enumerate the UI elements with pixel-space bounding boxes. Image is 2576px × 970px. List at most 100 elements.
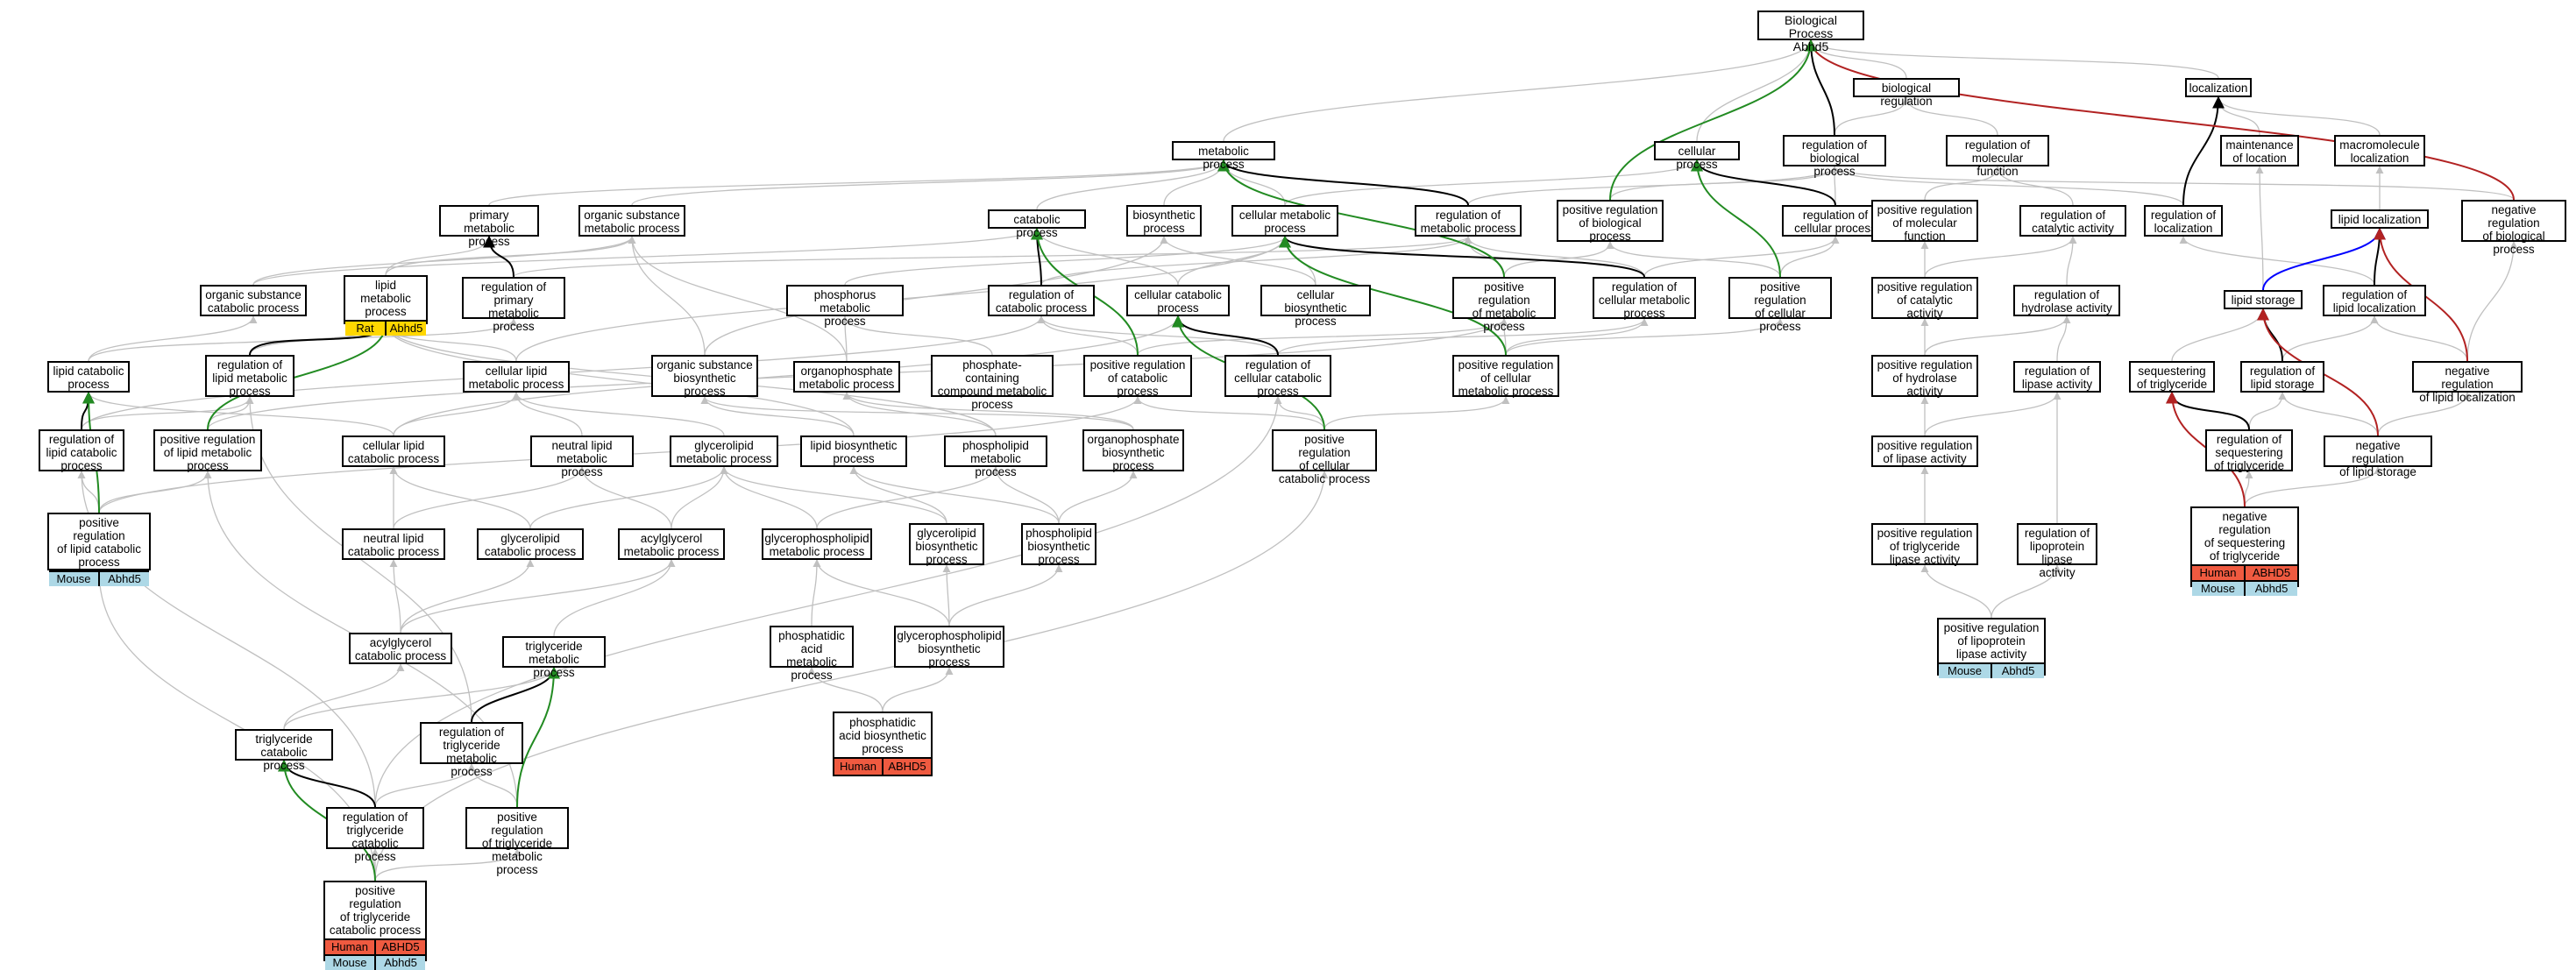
go-term-node[interactable]: positive regulation of cellular cataboli… (1272, 429, 1377, 485)
go-term-node[interactable]: organophosphate metabolic process (793, 361, 900, 393)
go-term-node[interactable]: acylglycerol catabolic process (349, 633, 452, 664)
root-node[interactable]: Biological Process Abhd5 (1757, 11, 1864, 53)
go-term-node[interactable]: regulation of cellular process (1782, 205, 1889, 237)
go-term-node[interactable]: maintenance of location (2220, 135, 2299, 166)
go-term-node[interactable]: positive regulation of catabolic process (1083, 355, 1192, 398)
go-term-node[interactable]: cellular metabolic process (1231, 205, 1338, 237)
go-term-node[interactable]: positive regulation of lipoprotein lipas… (1937, 618, 2046, 678)
go-term-node[interactable]: organic substance metabolic process (578, 205, 685, 237)
go-term-node[interactable]: neutral lipid metabolic process (530, 435, 634, 478)
go-term-node[interactable]: regulation of cellular metabolic process (1593, 277, 1696, 320)
go-term-node[interactable]: glycerolipid catabolic process (477, 528, 584, 560)
go-term-node[interactable]: negative regulation of sequestering of t… (2190, 506, 2299, 596)
go-term-node[interactable]: regulation of lipoprotein lipase activit… (2017, 523, 2097, 579)
go-term-node[interactable]: lipid storage (2224, 290, 2303, 309)
go-term-node[interactable]: positive regulation of triglyceride cata… (323, 881, 427, 970)
go-term-node[interactable]: glycerophospholipid metabolic process (762, 528, 872, 560)
go-term-node[interactable]: regulation of metabolic process (1415, 205, 1522, 237)
term-label: regulation of catabolic process (995, 288, 1088, 315)
go-term-node[interactable]: regulation of hydrolase activity (2013, 285, 2120, 316)
go-term-node[interactable]: phosphate-containing compound metabolic … (931, 355, 1054, 411)
go-term-node[interactable]: cellular process (1654, 141, 1740, 171)
go-term-node[interactable]: positive regulation of metabolic process (1452, 277, 1556, 333)
go-term-node[interactable]: organic substance biosynthetic process (651, 355, 758, 398)
go-term-node[interactable]: primary metabolic process (439, 205, 539, 248)
edge-is-a (1924, 236, 2077, 278)
edge-is-a (1806, 39, 2219, 79)
go-term-node[interactable]: positive regulation of catalytic activit… (1871, 277, 1978, 320)
go-term-node[interactable]: phosphatidic acid metabolic process (770, 626, 854, 682)
go-term-node[interactable]: localization (2185, 78, 2252, 97)
go-term-node[interactable]: cellular lipid catabolic process (342, 435, 445, 467)
go-term-node[interactable]: positive regulation of hydrolase activit… (1871, 355, 1978, 398)
go-term-node[interactable]: regulation of lipase activity (2013, 361, 2101, 393)
go-term-node[interactable]: biological regulation (1853, 78, 1960, 108)
go-term-node[interactable]: phospholipid metabolic process (944, 435, 1047, 478)
go-term-node[interactable]: sequestering of triglyceride (2129, 361, 2215, 393)
go-term-node[interactable]: lipid localization (2331, 209, 2429, 229)
go-term-node[interactable]: positive regulation of triglyceride meta… (465, 807, 569, 876)
go-term-node[interactable]: lipid biosynthetic process (800, 435, 907, 467)
gene-label: Abhd5 (385, 322, 426, 336)
go-term-node[interactable]: regulation of triglyceride metabolic pro… (420, 722, 523, 778)
go-term-node[interactable]: lipid catabolic process (47, 361, 130, 393)
go-term-node[interactable]: regulation of biological process (1783, 135, 1886, 178)
go-term-node[interactable]: acylglycerol metabolic process (618, 528, 725, 560)
go-term-node[interactable]: regulation of localization (2144, 205, 2223, 237)
go-term-node[interactable]: regulation of lipid catabolic process (39, 429, 124, 472)
go-term-node[interactable]: regulation of lipid storage (2240, 361, 2324, 393)
go-term-node[interactable]: catabolic process (988, 209, 1086, 239)
go-term-node[interactable]: regulation of cellular catabolic process (1224, 355, 1331, 398)
go-term-node[interactable]: glycerolipid metabolic process (670, 435, 778, 467)
go-term-node[interactable]: regulation of triglyceride catabolic pro… (326, 807, 424, 863)
go-term-node[interactable]: cellular catabolic process (1126, 285, 1230, 316)
edge-is-a (2214, 96, 2381, 136)
go-term-node[interactable]: positive regulation of biological proces… (1557, 200, 1664, 243)
go-term-node[interactable]: regulation of lipid metabolic process (205, 355, 295, 398)
go-term-node[interactable]: neutral lipid catabolic process (342, 528, 445, 560)
go-term-node[interactable]: phospholipid biosynthetic process (1021, 523, 1096, 566)
go-term-node[interactable]: positive regulation of lipase activity (1871, 435, 1978, 467)
go-term-node[interactable]: phosphorus metabolic process (786, 285, 904, 328)
go-term-node[interactable]: positive regulation of cellular metaboli… (1452, 355, 1559, 398)
edge-is-a (1036, 159, 1228, 210)
go-term-node[interactable]: organic substance catabolic process (200, 285, 307, 316)
go-term-node[interactable]: regulation of catabolic process (988, 285, 1095, 316)
go-term-node[interactable]: regulation of primary metabolic process (462, 277, 565, 333)
edge-is-a (513, 236, 1473, 278)
edge-is-a (1037, 315, 1279, 356)
go-term-node[interactable]: positive regulation of lipid metabolic p… (153, 429, 262, 472)
go-term-node[interactable]: negative regulation of lipid storage (2324, 435, 2432, 478)
go-term-node[interactable]: cellular biosynthetic process (1260, 285, 1371, 328)
go-term-node[interactable]: regulation of catalytic activity (2019, 205, 2126, 237)
go-term-node[interactable]: organophosphate biosynthetic process (1082, 429, 1184, 472)
go-term-node[interactable]: positive regulation of lipid catabolic p… (47, 513, 151, 586)
term-label: organic substance biosynthetic process (656, 358, 753, 398)
go-term-node[interactable]: positive regulation of cellular process (1728, 277, 1832, 333)
edge-is-a (2370, 315, 2468, 362)
term-label: positive regulation of triglyceride meta… (481, 811, 553, 876)
term-label: lipid localization (2338, 213, 2422, 226)
term-label: regulation of lipid metabolic process (212, 358, 287, 398)
go-term-node[interactable]: positive regulation of triglyceride lipa… (1871, 523, 1978, 566)
go-term-node[interactable]: triglyceride catabolic process (235, 729, 333, 772)
go-term-node[interactable]: cellular lipid metabolic process (463, 361, 570, 393)
go-term-node[interactable]: regulation of lipid localization (2323, 285, 2426, 316)
go-term-node[interactable]: regulation of molecular function (1946, 135, 2049, 178)
go-term-node[interactable]: regulation of sequestering of triglyceri… (2205, 429, 2293, 472)
go-term-node[interactable]: metabolic process (1172, 141, 1275, 171)
go-term-node[interactable]: glycerolipid biosynthetic process (909, 523, 984, 566)
go-term-node[interactable]: positive regulation of molecular functio… (1871, 200, 1978, 243)
go-term-node[interactable]: macromolecule localization (2334, 135, 2425, 166)
edge-is-a (1643, 236, 1840, 278)
edge-is-a (1779, 236, 1840, 278)
term-label: regulation of molecular function (1964, 138, 2031, 178)
go-term-node[interactable]: negative regulation of lipid localizatio… (2412, 361, 2523, 404)
go-term-node[interactable]: glycerophospholipid biosynthetic process (894, 626, 1004, 669)
go-term-node[interactable]: negative regulation of biological proces… (2461, 200, 2566, 256)
go-term-node[interactable]: triglyceride metabolic process (502, 636, 606, 679)
go-term-node[interactable]: biosynthetic process (1126, 205, 1202, 237)
